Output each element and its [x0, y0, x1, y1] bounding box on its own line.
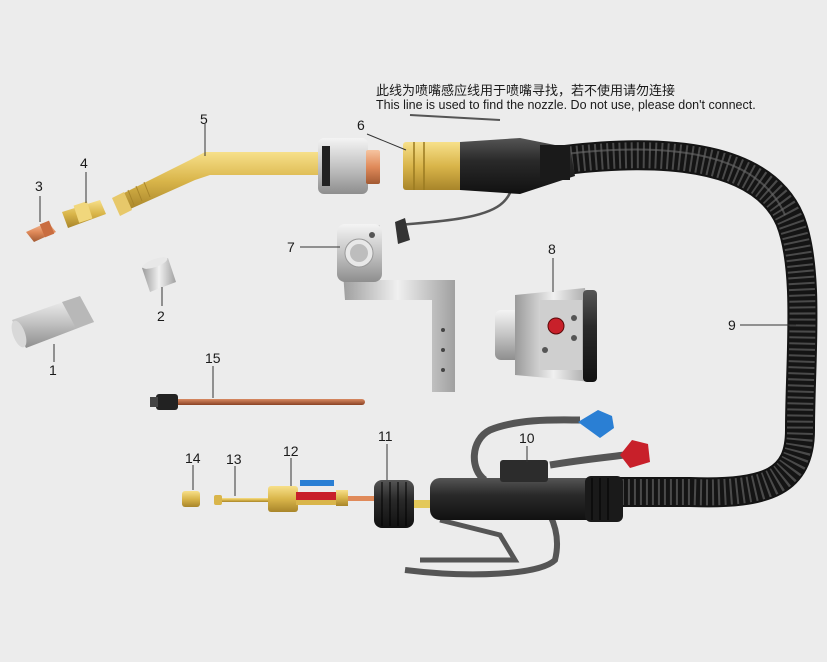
callout-12: 12 — [283, 443, 299, 459]
part-10-rear-handle — [404, 410, 650, 578]
callout-6: 6 — [357, 117, 365, 133]
part-14-end-nut — [182, 491, 200, 507]
callout-5: 5 — [200, 111, 208, 127]
part-5-gooseneck — [112, 138, 380, 216]
part-4-tip-holder — [62, 200, 106, 228]
part-13-wire-guide — [214, 495, 278, 505]
callout-8: 8 — [548, 241, 556, 257]
note-chinese: 此线为喷嘴感应线用于喷嘴寻找，若不使用请勿连接 — [376, 84, 676, 99]
part-15-liner — [150, 394, 365, 410]
leader-lines — [39, 124, 796, 496]
callout-4: 4 — [80, 155, 88, 171]
part-2-insulator — [142, 257, 176, 292]
part-11-locking-nut — [374, 480, 432, 528]
callout-7: 7 — [287, 239, 295, 255]
part-12-power-block — [268, 480, 378, 512]
note-english: This line is used to find the nozzle. Do… — [376, 98, 756, 112]
callout-10: 10 — [519, 430, 535, 446]
callout-3: 3 — [35, 178, 43, 194]
callout-9: 9 — [728, 317, 736, 333]
callout-13: 13 — [226, 451, 242, 467]
part-6-neck-connector — [395, 114, 575, 244]
part-8-collision-sensor — [495, 288, 597, 382]
callout-1: 1 — [49, 362, 57, 378]
callout-11: 11 — [378, 428, 393, 444]
callout-15: 15 — [205, 350, 221, 366]
part-3-contact-tip — [26, 220, 56, 242]
part-9-cable-hose — [550, 140, 818, 508]
part-7-bracket — [337, 224, 455, 392]
callout-2: 2 — [157, 308, 165, 324]
callout-14: 14 — [185, 450, 201, 466]
part-1-nozzle — [11, 296, 94, 348]
